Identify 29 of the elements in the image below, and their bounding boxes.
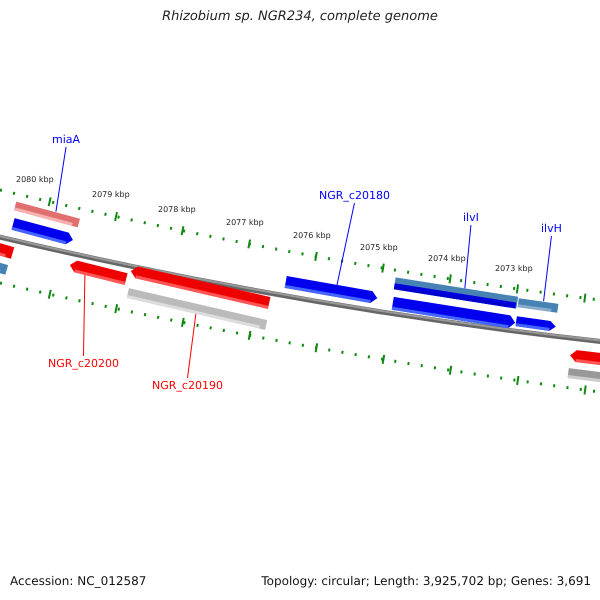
gene-label: miaA <box>52 133 80 146</box>
gene-feature <box>68 259 128 285</box>
leader-line <box>464 224 472 289</box>
gene-label: NGR_c20200 <box>48 357 119 370</box>
scale-label: 2080 kbp <box>16 175 54 184</box>
gene-feature <box>284 276 378 304</box>
gene-label: ilvH <box>541 222 562 235</box>
gene-label: NGR_c20180 <box>319 189 390 202</box>
scale-label: 2077 kbp <box>226 218 264 227</box>
leader-line <box>55 146 67 212</box>
gene-label: NGR_c20190 <box>152 379 223 392</box>
gene-label: ilvI <box>463 211 479 224</box>
gene-bar <box>14 201 80 227</box>
title: Rhizobium sp. NGR234, complete genome <box>161 9 439 24</box>
footer-text: Accession: NC_012587 <box>10 574 146 588</box>
gene-bar <box>518 298 558 312</box>
scale-label: 2074 kbp <box>428 254 466 263</box>
leader-line <box>82 274 86 356</box>
footer-text: Topology: circular; Length: 3,925,702 bp; Genes: 3,691 <box>261 574 591 588</box>
scale-label: 2076 kbp <box>293 231 331 240</box>
leader-line <box>336 202 355 286</box>
leader-line <box>186 313 196 378</box>
gene-bar <box>394 277 518 309</box>
scale-label: 2079 kbp <box>92 190 130 199</box>
leader-line <box>543 236 552 302</box>
scale-label: 2073 kbp <box>495 264 533 273</box>
gene-bar <box>126 288 268 330</box>
scale-label: 2078 kbp <box>158 205 196 214</box>
scale-label: 2075 kbp <box>360 243 398 252</box>
